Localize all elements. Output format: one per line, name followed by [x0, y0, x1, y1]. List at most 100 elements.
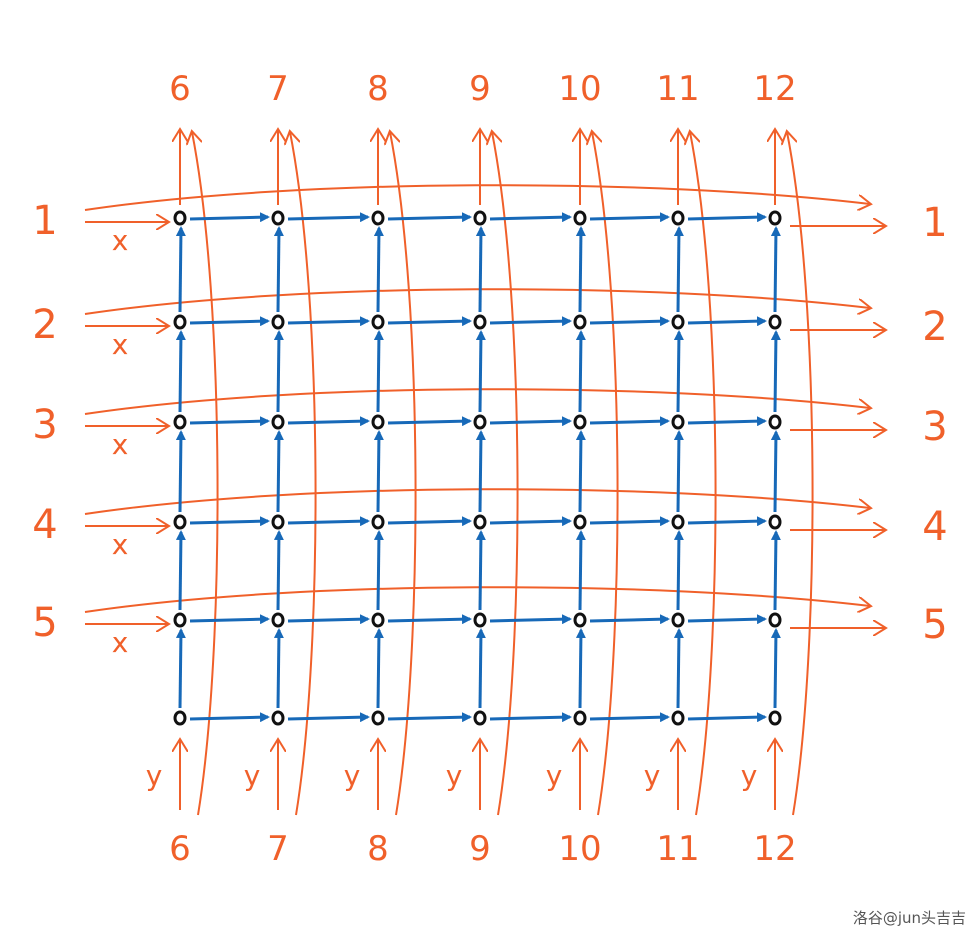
grid-node — [371, 710, 385, 726]
grid-edge-arrow — [687, 212, 767, 223]
grid-edge-arrow — [373, 226, 384, 313]
x-edge-mark: x — [112, 626, 129, 659]
grid-node — [768, 710, 782, 726]
grid-edge-arrow — [273, 430, 284, 513]
grid-edge-arrow — [387, 212, 472, 223]
grid-node — [473, 414, 487, 430]
grid-edge-arrow — [175, 430, 186, 513]
grid-node — [671, 414, 685, 430]
bottom-column-label: 11 — [656, 829, 699, 869]
right-row-label: 2 — [922, 304, 947, 350]
grid-node — [173, 514, 187, 530]
grid-edge-arrow — [273, 530, 284, 611]
grid-edge-arrow — [770, 430, 781, 513]
grid-node — [173, 314, 187, 330]
grid-edge-arrow — [287, 712, 370, 723]
grid-node — [473, 314, 487, 330]
column-flow-curve — [192, 132, 219, 816]
right-row-label: 4 — [922, 504, 947, 550]
x-edge-mark: x — [112, 528, 129, 561]
grid-edge-arrow — [373, 330, 384, 413]
column-flow-curve — [290, 132, 317, 816]
grid-edge-arrow — [387, 712, 472, 723]
column-flow-curve — [787, 132, 814, 816]
grid-node — [573, 210, 587, 226]
grid-edge-arrow — [575, 330, 586, 413]
node-layer — [173, 210, 782, 726]
grid-edge-arrow — [373, 628, 384, 709]
top-column-label: 10 — [558, 69, 601, 109]
grid-edge-arrow — [589, 516, 670, 527]
grid-edge-arrow — [373, 430, 384, 513]
grid-edge-arrow — [589, 614, 670, 625]
row-flow-curve — [84, 388, 870, 414]
grid-node — [473, 210, 487, 226]
grid-edge-arrow — [287, 516, 370, 527]
y-edge-mark: y — [741, 759, 758, 792]
y-edge-mark: y — [446, 759, 463, 792]
grid-edge-arrow — [475, 530, 486, 611]
grid-edge-arrow — [189, 316, 270, 327]
grid-node — [768, 210, 782, 226]
grid-node — [371, 414, 385, 430]
grid-node — [573, 612, 587, 628]
grid-node — [371, 612, 385, 628]
grid-node — [671, 710, 685, 726]
grid-node — [173, 710, 187, 726]
grid-edge-arrow — [387, 614, 472, 625]
bottom-column-label: 7 — [267, 829, 289, 869]
x-edge-mark: x — [112, 224, 129, 257]
grid-node — [671, 514, 685, 530]
grid-edge-arrow — [770, 330, 781, 413]
grid-edge-arrow — [489, 316, 572, 327]
grid-edge-arrow — [575, 226, 586, 313]
grid-node — [271, 414, 285, 430]
grid-edge-arrow — [489, 212, 572, 223]
y-edge-mark: y — [146, 759, 163, 792]
left-row-label: 4 — [32, 502, 57, 548]
y-edge-mark: y — [644, 759, 661, 792]
x-edge-mark: x — [112, 428, 129, 461]
grid-node — [173, 210, 187, 226]
grid-edge-arrow — [589, 212, 670, 223]
bottom-column-label: 12 — [753, 829, 796, 869]
grid-node — [271, 514, 285, 530]
grid-edge-arrow — [273, 330, 284, 413]
grid-node — [768, 612, 782, 628]
grid-edge-arrow — [673, 628, 684, 709]
bottom-column-label: 8 — [367, 829, 389, 869]
grid-node — [173, 414, 187, 430]
row-flow-curve — [84, 184, 870, 210]
grid-node — [173, 612, 187, 628]
grid-node — [271, 314, 285, 330]
grid-edge-arrow — [475, 330, 486, 413]
left-row-label: 5 — [32, 600, 57, 646]
grid-node — [671, 314, 685, 330]
bottom-column-label: 6 — [169, 829, 191, 869]
grid-node — [768, 514, 782, 530]
top-column-label: 12 — [753, 69, 796, 109]
grid-node — [671, 612, 685, 628]
y-edge-mark: y — [546, 759, 563, 792]
grid-edge-arrow — [687, 712, 767, 723]
grid-edge-arrow — [175, 628, 186, 709]
y-edge-mark: y — [344, 759, 361, 792]
grid-edge-arrow — [175, 330, 186, 413]
grid-edge-arrow — [475, 430, 486, 513]
grid-edge-arrow — [673, 430, 684, 513]
grid-edge-arrow — [475, 226, 486, 313]
grid-edge-arrow — [489, 712, 572, 723]
grid-edge-arrow — [387, 516, 472, 527]
grid-edge-arrow — [189, 712, 270, 723]
grid-edge-arrow — [475, 628, 486, 709]
right-row-label: 5 — [922, 602, 947, 648]
grid-node — [271, 710, 285, 726]
grid-edge-arrow — [489, 516, 572, 527]
grid-edge-arrow — [189, 516, 270, 527]
left-row-label: 1 — [32, 198, 57, 244]
bottom-column-label: 10 — [558, 829, 601, 869]
grid-edge-arrow — [287, 212, 370, 223]
right-row-label: 3 — [922, 404, 947, 450]
